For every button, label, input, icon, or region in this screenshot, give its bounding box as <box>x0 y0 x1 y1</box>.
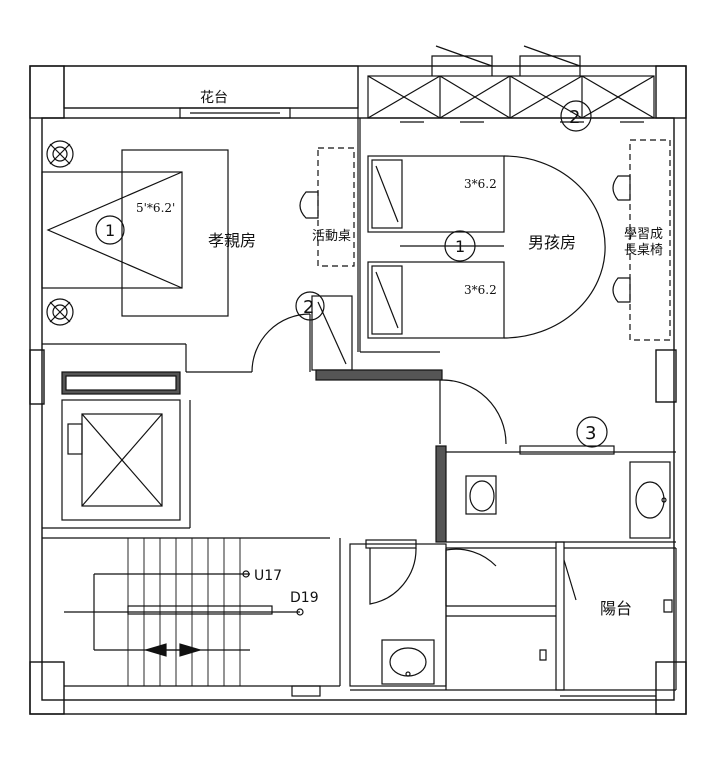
study-desk <box>629 139 671 341</box>
parents-bed-marker: 1 <box>105 221 115 240</box>
chair-icon <box>612 175 631 201</box>
parents-room-label: 孝親房 <box>208 231 256 250</box>
faucet-icon <box>539 649 547 661</box>
balcony-label: 陽台 <box>600 599 632 618</box>
study-desk-label-1: 學習成 <box>624 227 663 242</box>
elevator <box>42 371 191 529</box>
parents-bed-size: 5'*6.2' <box>136 201 175 215</box>
door-wardrobe-marker: 2 <box>303 297 314 318</box>
lamp-icon <box>46 140 74 168</box>
boys-bed-lower-size: 3*6.2 <box>464 283 497 297</box>
study-desk-label-2: 長桌椅 <box>624 243 663 258</box>
boys-room <box>315 100 671 445</box>
boys-bed-upper-size: 3*6.2 <box>464 177 497 191</box>
activity-table-area <box>299 147 355 267</box>
parents-bed-marker-circle <box>95 215 125 245</box>
chair-icon <box>299 191 319 219</box>
balcony <box>560 547 677 697</box>
bathroom-marker-circle <box>576 416 608 448</box>
toilet-icon <box>465 475 497 515</box>
sink-icon <box>629 461 671 539</box>
faucet-icon <box>663 599 673 613</box>
bathroom <box>435 416 676 543</box>
planter-label: 花台 <box>200 90 228 106</box>
boys-bed-marker-circle <box>444 230 476 262</box>
boys-bed-upper <box>367 155 505 233</box>
boys-bed-marker: 1 <box>455 237 465 256</box>
staircase <box>42 537 340 697</box>
stair-down-label: D19 <box>290 590 319 606</box>
boys-bed-lower <box>367 261 505 339</box>
bathroom-marker: 3 <box>585 423 596 444</box>
activity-table-label: 活動桌 <box>312 229 351 244</box>
stair-up-label: U17 <box>254 568 282 584</box>
boys-room-label: 男孩房 <box>528 233 576 252</box>
chair-icon <box>612 277 631 303</box>
parents-room <box>41 66 359 373</box>
lower-bath-area <box>339 538 673 691</box>
window-wardrobe-marker: 2 <box>569 107 580 128</box>
window-wardrobe-marker-circle <box>560 100 592 132</box>
wash-basin-icon <box>381 639 435 685</box>
window-wardrobe <box>367 45 655 123</box>
parents-bed <box>41 171 183 289</box>
lamp-icon <box>46 298 74 326</box>
door-wardrobe-marker-circle <box>295 291 325 321</box>
